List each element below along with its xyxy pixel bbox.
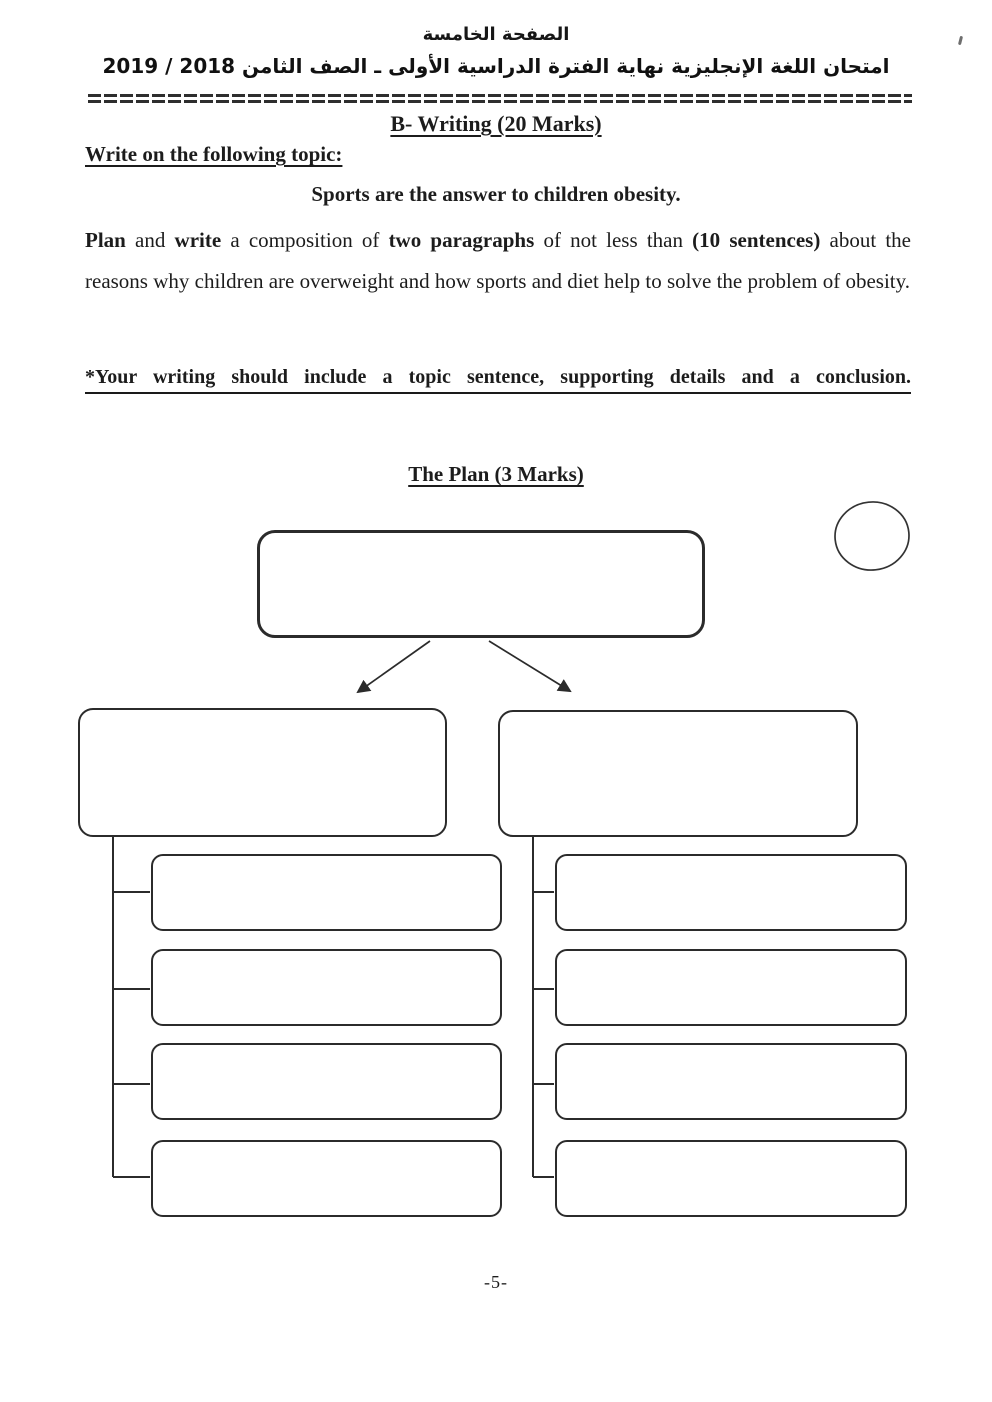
plan-left-sub-box-1[interactable] <box>151 854 502 931</box>
arrow-to-left-branch <box>356 640 431 694</box>
plan-right-sub-box-1[interactable] <box>555 854 907 931</box>
plan-right-sub-box-4[interactable] <box>555 1140 907 1217</box>
task-segment: a composition of <box>221 228 389 252</box>
plan-left-sub-box-4[interactable] <box>151 1140 502 1217</box>
task-segment: about the reasons why children are overw… <box>85 228 912 293</box>
task-segment: write <box>174 228 222 252</box>
task-segment: of not less than <box>534 228 693 252</box>
writing-note: *Your writing should include a topic sen… <box>85 366 911 394</box>
separator-line-top <box>88 94 912 97</box>
essay-topic: Sports are the answer to children obesit… <box>311 182 681 206</box>
plan-title: The Plan (3 Marks) <box>408 462 584 486</box>
plan-right-main-box[interactable] <box>498 710 858 837</box>
task-segment: (10 sentences) <box>692 228 821 252</box>
task-segment: Plan <box>85 228 126 252</box>
writing-prompt-heading: Write on the following topic: <box>85 142 343 166</box>
plan-left-sub-box-3[interactable] <box>151 1043 502 1120</box>
right-connector-line <box>532 837 554 1178</box>
writing-section-title: B- Writing (20 Marks) <box>390 111 602 136</box>
plan-right-sub-box-3[interactable] <box>555 1043 907 1120</box>
arrow-to-right-branch <box>488 640 572 693</box>
plan-left-sub-box-2[interactable] <box>151 949 502 1026</box>
task-segment: and <box>125 228 175 252</box>
arabic-page-label: الصفحة الخامسة <box>422 24 570 45</box>
page-number: -5- <box>484 1272 508 1292</box>
plan-top-box[interactable] <box>257 530 705 638</box>
task-paragraph: Plan and write a composition of two para… <box>85 220 911 302</box>
plan-right-sub-box-2[interactable] <box>555 949 907 1026</box>
plan-left-main-box[interactable] <box>78 708 447 837</box>
left-connector-line <box>112 837 150 1178</box>
header-separator <box>88 94 912 103</box>
arabic-exam-title: امتحان اللغة الإنجليزية نهاية الفترة الد… <box>102 54 890 78</box>
task-segment: two paragraphs <box>388 228 535 252</box>
circle-mark <box>834 501 910 571</box>
separator-line-bottom <box>88 100 912 103</box>
